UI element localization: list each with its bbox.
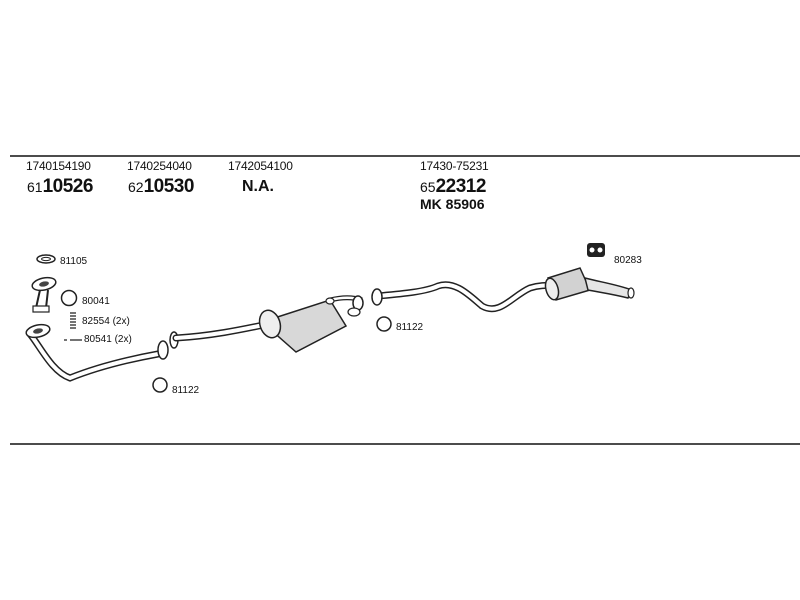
part-label-spring: 82554 (2x) [82,316,130,327]
ring-icon [60,289,78,307]
part-code-2: 6210530 [128,177,194,196]
oe-number-1: 1740154190 [26,159,91,173]
part-label-clamp-mid: 81122 [396,322,424,333]
part-code-1-prefix: 61 [27,179,43,195]
part-code-4-prefix: 65 [420,179,436,195]
oe-number-3: 1742054100 [228,159,293,173]
part-code-4-main: 22312 [435,176,487,197]
part-label-gasket: 81105 [60,256,88,267]
part-code-1: 6110526 [27,177,93,196]
rear-silencer [544,267,635,301]
hanger-icon [587,243,605,257]
part-code-2-prefix: 62 [128,179,144,195]
part-code-1-main: 10526 [42,176,94,197]
oe-number-2: 1740254040 [127,159,192,173]
downpipe-flange-upper [31,276,57,313]
part-label-ring: 80041 [82,296,110,307]
spring-icon [70,312,76,329]
part-code-2-main: 10530 [143,176,195,197]
middle-silencer [258,295,364,353]
part-label-bolt: 80541 (2x) [84,334,132,345]
part-code-3-na: N.A. [242,178,274,195]
rear-pipe [374,281,560,313]
part-label-clamp-front: 81122 [172,385,200,396]
oe-number-4: 17430-75231 [420,159,489,173]
clamp-icon-mid [376,316,392,332]
rear-pipe-flange [371,288,383,306]
front-flange [25,323,51,339]
mk-code: MK 85906 [420,196,485,212]
part-label-hanger: 80283 [614,255,642,266]
part-code-4: 6522312 [420,177,486,196]
clamp-icon-front [152,377,168,393]
front-pipe [26,330,162,382]
gasket-icon [36,254,56,264]
intermediate-pipe [172,320,272,342]
